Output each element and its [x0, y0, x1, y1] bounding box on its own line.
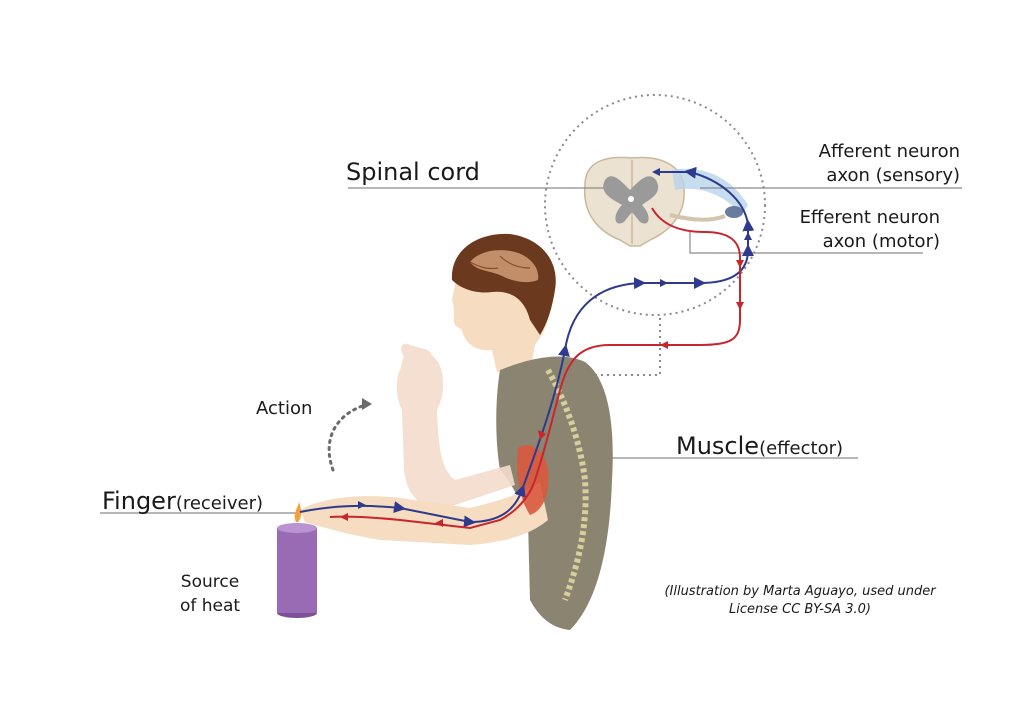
label-finger: Finger(receiver): [102, 487, 263, 515]
label-efferent-line1: Efferent neuron: [799, 207, 940, 228]
efferent-pathway: [329, 207, 741, 530]
label-afferent-line2: axon (sensory): [826, 165, 960, 186]
afferent-arrow: [358, 501, 366, 509]
label-efferent-line2: axon (motor): [822, 231, 940, 252]
label-source-line2: of heat: [179, 596, 241, 616]
label-afferent-line1: Afferent neuron: [818, 141, 960, 162]
afferent-arrow: [744, 232, 752, 240]
label-finger-main: Finger: [102, 487, 176, 515]
person-torso: [496, 356, 613, 630]
label-source-line1: Source: [180, 572, 240, 592]
person-head: [451, 233, 556, 372]
label-source-of-heat: Source of heat: [160, 570, 260, 618]
label-spinal-cord: Spinal cord: [346, 158, 480, 186]
efferent-arrow: [736, 260, 744, 268]
efferent-arrow: [660, 341, 668, 349]
label-action: Action: [256, 398, 313, 419]
label-muscle-main: Muscle: [676, 432, 760, 460]
label-efferent: Efferent neuron axon (motor): [760, 206, 940, 254]
spinal-cord-section: [584, 156, 685, 247]
label-finger-sub: (receiver): [175, 493, 264, 514]
credit-line2: License CC BY-SA 3.0): [729, 602, 871, 617]
afferent-arrow: [652, 168, 660, 176]
illustration-credit: (Illustration by Marta Aguayo, used unde…: [640, 583, 960, 619]
efferent-arrow: [538, 430, 546, 440]
afferent-arrow: [660, 279, 668, 287]
credit-line1: (Illustration by Marta Aguayo, used unde…: [664, 584, 936, 599]
label-muscle: Muscle(effector): [676, 432, 843, 460]
efferent-arrow: [736, 302, 744, 310]
candle: [277, 502, 317, 618]
label-muscle-sub: (effector): [759, 438, 844, 459]
efferent-arrow: [340, 513, 348, 521]
action-arc: [327, 398, 372, 472]
afferent-pathway: [299, 166, 755, 528]
label-afferent: Afferent neuron axon (sensory): [780, 140, 960, 188]
efferent-arrow: [435, 519, 443, 527]
